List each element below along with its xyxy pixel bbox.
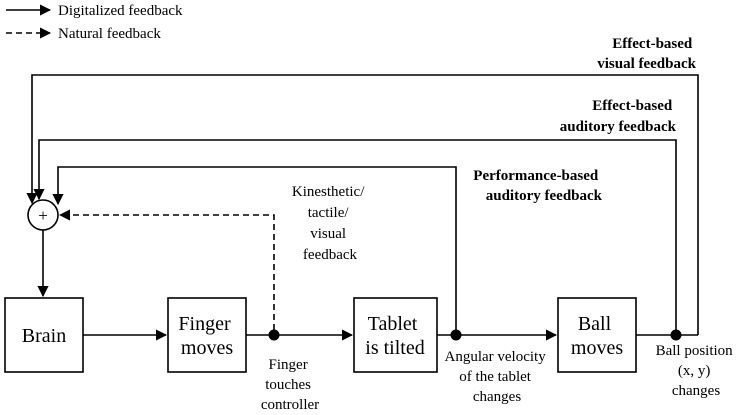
label-ball-pos-3: changes	[672, 383, 720, 399]
label-performance-auditory-1: Performance-based	[473, 168, 599, 184]
node-angular-velocity	[450, 329, 462, 341]
box-brain: Brain	[4, 297, 84, 373]
box-tablet-tilted: Tablet is tilted	[353, 297, 438, 373]
label-angular-3: changes	[473, 389, 521, 405]
label-effect-auditory-2: auditory feedback	[560, 119, 677, 135]
box-ball-line2: moves	[571, 337, 623, 359]
loop-effect-visual	[26, 74, 699, 335]
box-finger-line1: Finger	[178, 313, 231, 335]
svg-text:Tablet is tilted: Tablet is tilted	[365, 313, 424, 359]
label-finger-touch-2: touches	[265, 377, 311, 393]
node-finger-touch	[268, 329, 280, 341]
box-tablet-line1: Tablet	[368, 313, 418, 335]
svg-text:Finger touches control: Finger touches controller	[261, 357, 319, 413]
box-ball-moves: Ball moves	[557, 297, 637, 373]
svg-text:Angular velocity of the ta: Angular velocity of the tablet changes	[445, 349, 550, 405]
label-effect-visual-2: visual feedback	[597, 56, 696, 72]
label-kinesthetic-4: feedback	[303, 247, 358, 263]
summing-junction: +	[27, 199, 59, 231]
svg-text:Performance-based auditory: Performance-based auditory feedback	[473, 168, 602, 204]
label-effect-auditory-1: Effect-based	[592, 98, 673, 114]
label-angular-2: of the tablet	[459, 369, 531, 385]
label-kinesthetic-2: tactile/	[308, 205, 350, 221]
label-performance-auditory-2: auditory feedback	[486, 188, 603, 204]
loop-performance-auditory	[52, 166, 457, 330]
svg-text:Ball moves: Ball moves	[571, 313, 623, 359]
summing-symbol: +	[38, 206, 48, 225]
label-kinesthetic-1: Kinesthetic/	[292, 184, 365, 200]
svg-text:Effect-based visual feedba: Effect-based visual feedback	[597, 36, 696, 72]
label-angular-1: Angular velocity	[445, 349, 547, 365]
label-effect-visual-1: Effect-based	[612, 36, 693, 52]
svg-text:Finger moves: Finger moves	[178, 313, 235, 359]
label-ball-pos-1: Ball position	[656, 343, 734, 359]
box-finger-moves: Finger moves	[167, 297, 247, 373]
svg-text:Brain: Brain	[22, 325, 66, 347]
svg-text:Kinesthetic/ tactile/: Kinesthetic/ tactile/ visual feedback	[292, 184, 368, 263]
svg-text:Ball position (x, y) c: Ball position (x, y) changes	[656, 343, 737, 399]
legend-natural-label: Natural feedback	[58, 26, 161, 42]
label-kinesthetic-3: visual	[310, 226, 346, 242]
box-finger-line2: moves	[181, 337, 233, 359]
loop-natural-feedback	[58, 209, 275, 330]
box-tablet-line2: is tilted	[365, 337, 424, 359]
label-finger-touch-3: controller	[261, 397, 319, 413]
loop-effect-auditory	[33, 139, 677, 330]
svg-text:Effect-based auditory feed: Effect-based auditory feedback	[560, 98, 677, 135]
box-ball-line1: Ball	[578, 313, 612, 335]
label-finger-touch-1: Finger	[269, 357, 308, 373]
node-ball-position	[670, 329, 682, 341]
legend-digital-label: Digitalized feedback	[58, 3, 183, 19]
label-ball-pos-2: (x, y)	[678, 363, 711, 379]
box-brain-label: Brain	[22, 325, 66, 347]
legend: Digitalized feedback Natural feedback	[6, 3, 183, 42]
